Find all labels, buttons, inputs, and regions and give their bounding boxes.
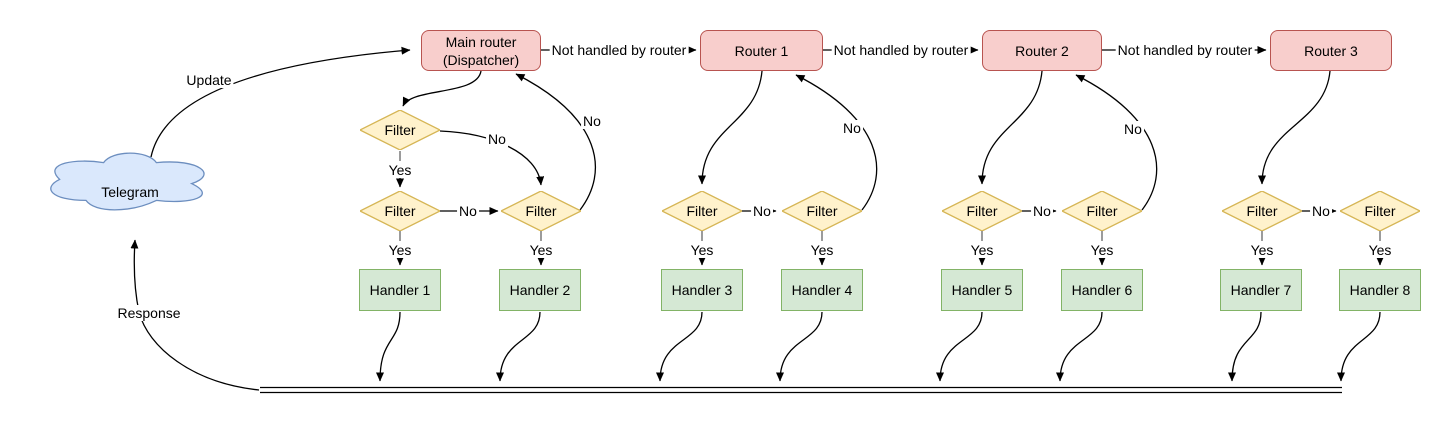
filter-node: Filter <box>501 191 581 231</box>
filter-node: Filter <box>360 110 440 150</box>
filter-node: Filter <box>1222 191 1302 231</box>
filter-label: Filter <box>806 203 838 219</box>
filter-node: Filter <box>662 191 742 231</box>
router2-no-return-edge <box>1075 74 1158 211</box>
handler-drop-edge <box>656 311 703 382</box>
handler-label: Handler 7 <box>1230 282 1292 298</box>
handler-drop-edge <box>776 311 823 382</box>
handler-node: Handler 6 <box>1061 269 1143 311</box>
no-label: No <box>581 113 603 129</box>
main-router-node: Main router (Dispatcher) <box>421 30 541 71</box>
telegram-label: Telegram <box>101 184 159 200</box>
response-edge-label: Response <box>115 305 183 321</box>
handler-drop-edge <box>936 311 983 382</box>
handler-label: Handler 6 <box>1071 282 1133 298</box>
filter-label: Filter <box>384 122 416 138</box>
handler-node: Handler 1 <box>359 269 441 311</box>
yes-label: Yes <box>386 162 414 178</box>
router-1-label: Router 1 <box>734 42 789 59</box>
yes-label: Yes <box>1088 242 1116 258</box>
handler-node: Handler 4 <box>781 269 863 311</box>
filter-node: Filter <box>1062 191 1142 231</box>
filter-label: Filter <box>384 203 416 219</box>
no-label: No <box>1031 203 1053 219</box>
no-label: No <box>841 120 863 136</box>
filter-label: Filter <box>686 203 718 219</box>
filter-label: Filter <box>966 203 998 219</box>
main-router-to-filter-edge <box>402 70 482 107</box>
filter-node: Filter <box>1340 191 1420 231</box>
filter-node: Filter <box>360 191 440 231</box>
handler-label: Handler 2 <box>509 282 571 298</box>
not-handled-label: Not handled by router <box>1115 42 1255 58</box>
cloud-icon <box>50 152 205 211</box>
update-edge-label: Update <box>184 72 234 88</box>
router3-to-filter-edge <box>1258 70 1331 185</box>
not-handled-label: Not handled by router <box>549 42 689 58</box>
no-label: No <box>1310 203 1332 219</box>
router-2-label: Router 2 <box>1015 42 1069 59</box>
main-router-label: Main router (Dispatcher) <box>442 33 520 68</box>
handler-node: Handler 7 <box>1220 269 1302 311</box>
router1-no-return-edge <box>795 74 878 211</box>
filter1-no-to-filter3-edge <box>439 130 545 186</box>
handler-label: Handler 4 <box>791 282 853 298</box>
no-label: No <box>457 203 479 219</box>
handler-label: Handler 3 <box>671 282 733 298</box>
handler-drop-edge <box>1337 311 1381 382</box>
handler-label: Handler 5 <box>951 282 1013 298</box>
filter-node: Filter <box>782 191 862 231</box>
router1-to-filter-edge <box>698 70 763 185</box>
handler-drop-edge <box>1228 311 1262 382</box>
yes-label: Yes <box>808 242 836 258</box>
filter-label: Filter <box>1364 203 1396 219</box>
router-3-node: Router 3 <box>1270 30 1392 71</box>
router-1-node: Router 1 <box>700 30 823 71</box>
handler-label: Handler 8 <box>1349 282 1411 298</box>
handler-node: Handler 8 <box>1339 269 1421 311</box>
handler-label: Handler 1 <box>369 282 431 298</box>
handler-drop-edge <box>376 311 401 382</box>
router-3-label: Router 3 <box>1304 42 1358 59</box>
no-label: No <box>486 131 508 147</box>
filter3-no-return-edge <box>515 73 597 211</box>
router2-to-filter-edge <box>978 70 1043 185</box>
not-handled-label: Not handled by router <box>831 42 971 58</box>
handler-node: Handler 2 <box>499 269 581 311</box>
telegram-cloud-node: Telegram <box>42 150 218 234</box>
handler-drop-edge <box>1056 311 1103 382</box>
yes-label: Yes <box>1248 242 1276 258</box>
filter-label: Filter <box>1086 203 1118 219</box>
filter-label: Filter <box>525 203 557 219</box>
no-label: No <box>1122 121 1144 137</box>
yes-label: Yes <box>968 242 996 258</box>
handler-node: Handler 5 <box>941 269 1023 311</box>
handler-node: Handler 3 <box>661 269 743 311</box>
yes-label: Yes <box>688 242 716 258</box>
yes-label: Yes <box>1366 242 1394 258</box>
filter-label: Filter <box>1246 203 1278 219</box>
handler-drop-edge <box>496 311 541 382</box>
filter-node: Filter <box>942 191 1022 231</box>
yes-label: Yes <box>386 242 414 258</box>
router-2-node: Router 2 <box>982 30 1102 71</box>
no-label: No <box>751 203 773 219</box>
yes-label: Yes <box>527 242 555 258</box>
